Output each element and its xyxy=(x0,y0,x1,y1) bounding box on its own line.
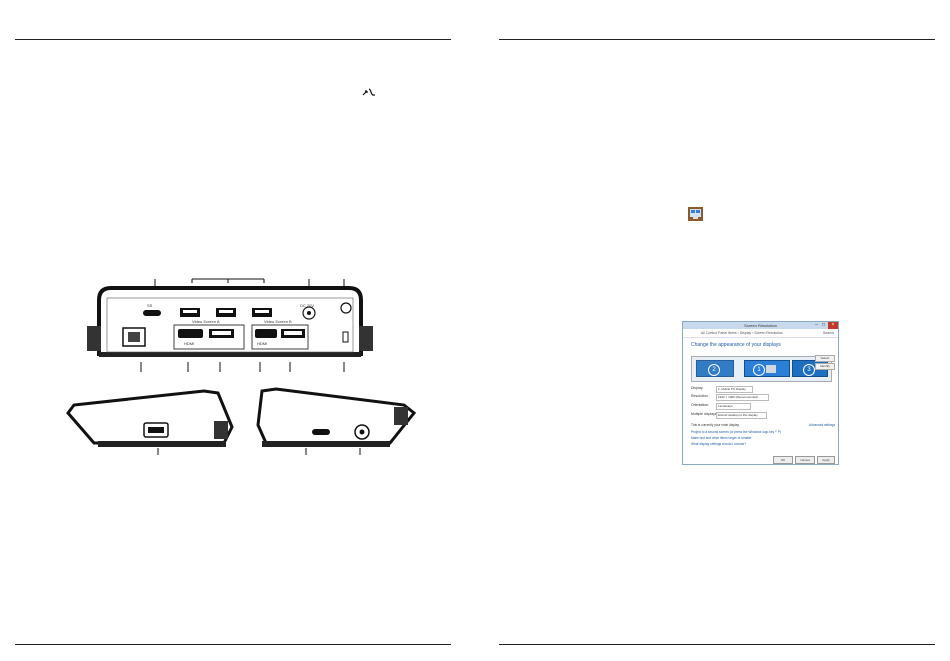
right-bottom-rule xyxy=(499,644,935,645)
right-top-rule xyxy=(499,39,935,40)
search-box[interactable]: Search xyxy=(822,331,834,335)
detect-button[interactable]: Detect xyxy=(815,355,835,362)
identify-button[interactable]: Identify xyxy=(815,363,835,370)
main-display-text: This is currently your main display. xyxy=(691,423,740,427)
dock-rear-view xyxy=(87,286,373,357)
screen-a-label: Video Screen A xyxy=(192,319,220,324)
multiple-displays-label: Multiple displays: xyxy=(691,412,718,416)
monitor-1-indicator xyxy=(766,365,776,373)
orientation-select[interactable]: Landscape xyxy=(716,403,751,410)
multiple-displays-select[interactable]: Extend desktop to this display xyxy=(716,412,767,419)
address-bar[interactable]: All Control Panel Items › Display › Scre… xyxy=(683,329,838,338)
monitor-2[interactable]: 2 xyxy=(696,360,734,377)
left-top-rule xyxy=(15,39,451,40)
dock-side-view-left xyxy=(66,389,234,455)
resolution-label: Resolution: xyxy=(691,394,709,398)
minimize-icon[interactable]: – xyxy=(815,322,818,328)
ok-button[interactable]: OK xyxy=(773,456,793,464)
dock-callouts-middle xyxy=(140,362,345,372)
close-icon[interactable]: × xyxy=(828,322,838,329)
help-link[interactable]: What display settings should I choose? xyxy=(691,442,747,446)
hdmi-label-b: HDMI xyxy=(257,341,268,346)
screen-resolution-window: Screen Resolution – □ × All Control Pane… xyxy=(682,321,839,465)
monitor-arrangement[interactable]: 2 1 3 xyxy=(691,356,832,382)
usb-label: SS xyxy=(147,303,153,308)
apply-button[interactable]: Apply xyxy=(817,456,835,464)
hdmi-label-a: HDMI xyxy=(184,341,195,346)
breadcrumb[interactable]: All Control Panel Items › Display › Scre… xyxy=(701,331,783,335)
maximize-icon[interactable]: □ xyxy=(821,322,826,328)
monitor-3-number: 3 xyxy=(803,364,815,376)
window-titlebar: Screen Resolution – □ × xyxy=(683,322,838,329)
resolution-select[interactable]: 1920 × 1080 (Recommended) xyxy=(716,394,769,401)
display-select[interactable]: 1. Mobile PC Display xyxy=(716,386,753,393)
display-label: Display: xyxy=(691,386,704,390)
power-cable-icon xyxy=(362,88,375,96)
project-link[interactable]: Project to a second screen (or press the… xyxy=(691,430,781,434)
display-settings-icon xyxy=(688,207,703,221)
cancel-button[interactable]: Cancel xyxy=(795,456,815,464)
power-label: DC 20V xyxy=(300,303,315,308)
window-title: Screen Resolution xyxy=(744,323,777,328)
monitor-1[interactable]: 1 xyxy=(744,360,790,377)
dock-side-view-right xyxy=(256,387,417,455)
left-bottom-rule xyxy=(15,644,451,645)
dock-callouts-top xyxy=(154,278,345,289)
monitor-2-number: 2 xyxy=(708,364,720,376)
screen-b-label: Video Screen B xyxy=(264,319,292,324)
page-heading: Change the appearance of your displays xyxy=(691,342,781,348)
text-size-link[interactable]: Make text and other items larger or smal… xyxy=(691,436,752,440)
advanced-settings-link[interactable]: Advanced settings xyxy=(809,423,836,427)
orientation-label: Orientation: xyxy=(691,403,710,407)
monitor-1-number: 1 xyxy=(753,364,765,376)
